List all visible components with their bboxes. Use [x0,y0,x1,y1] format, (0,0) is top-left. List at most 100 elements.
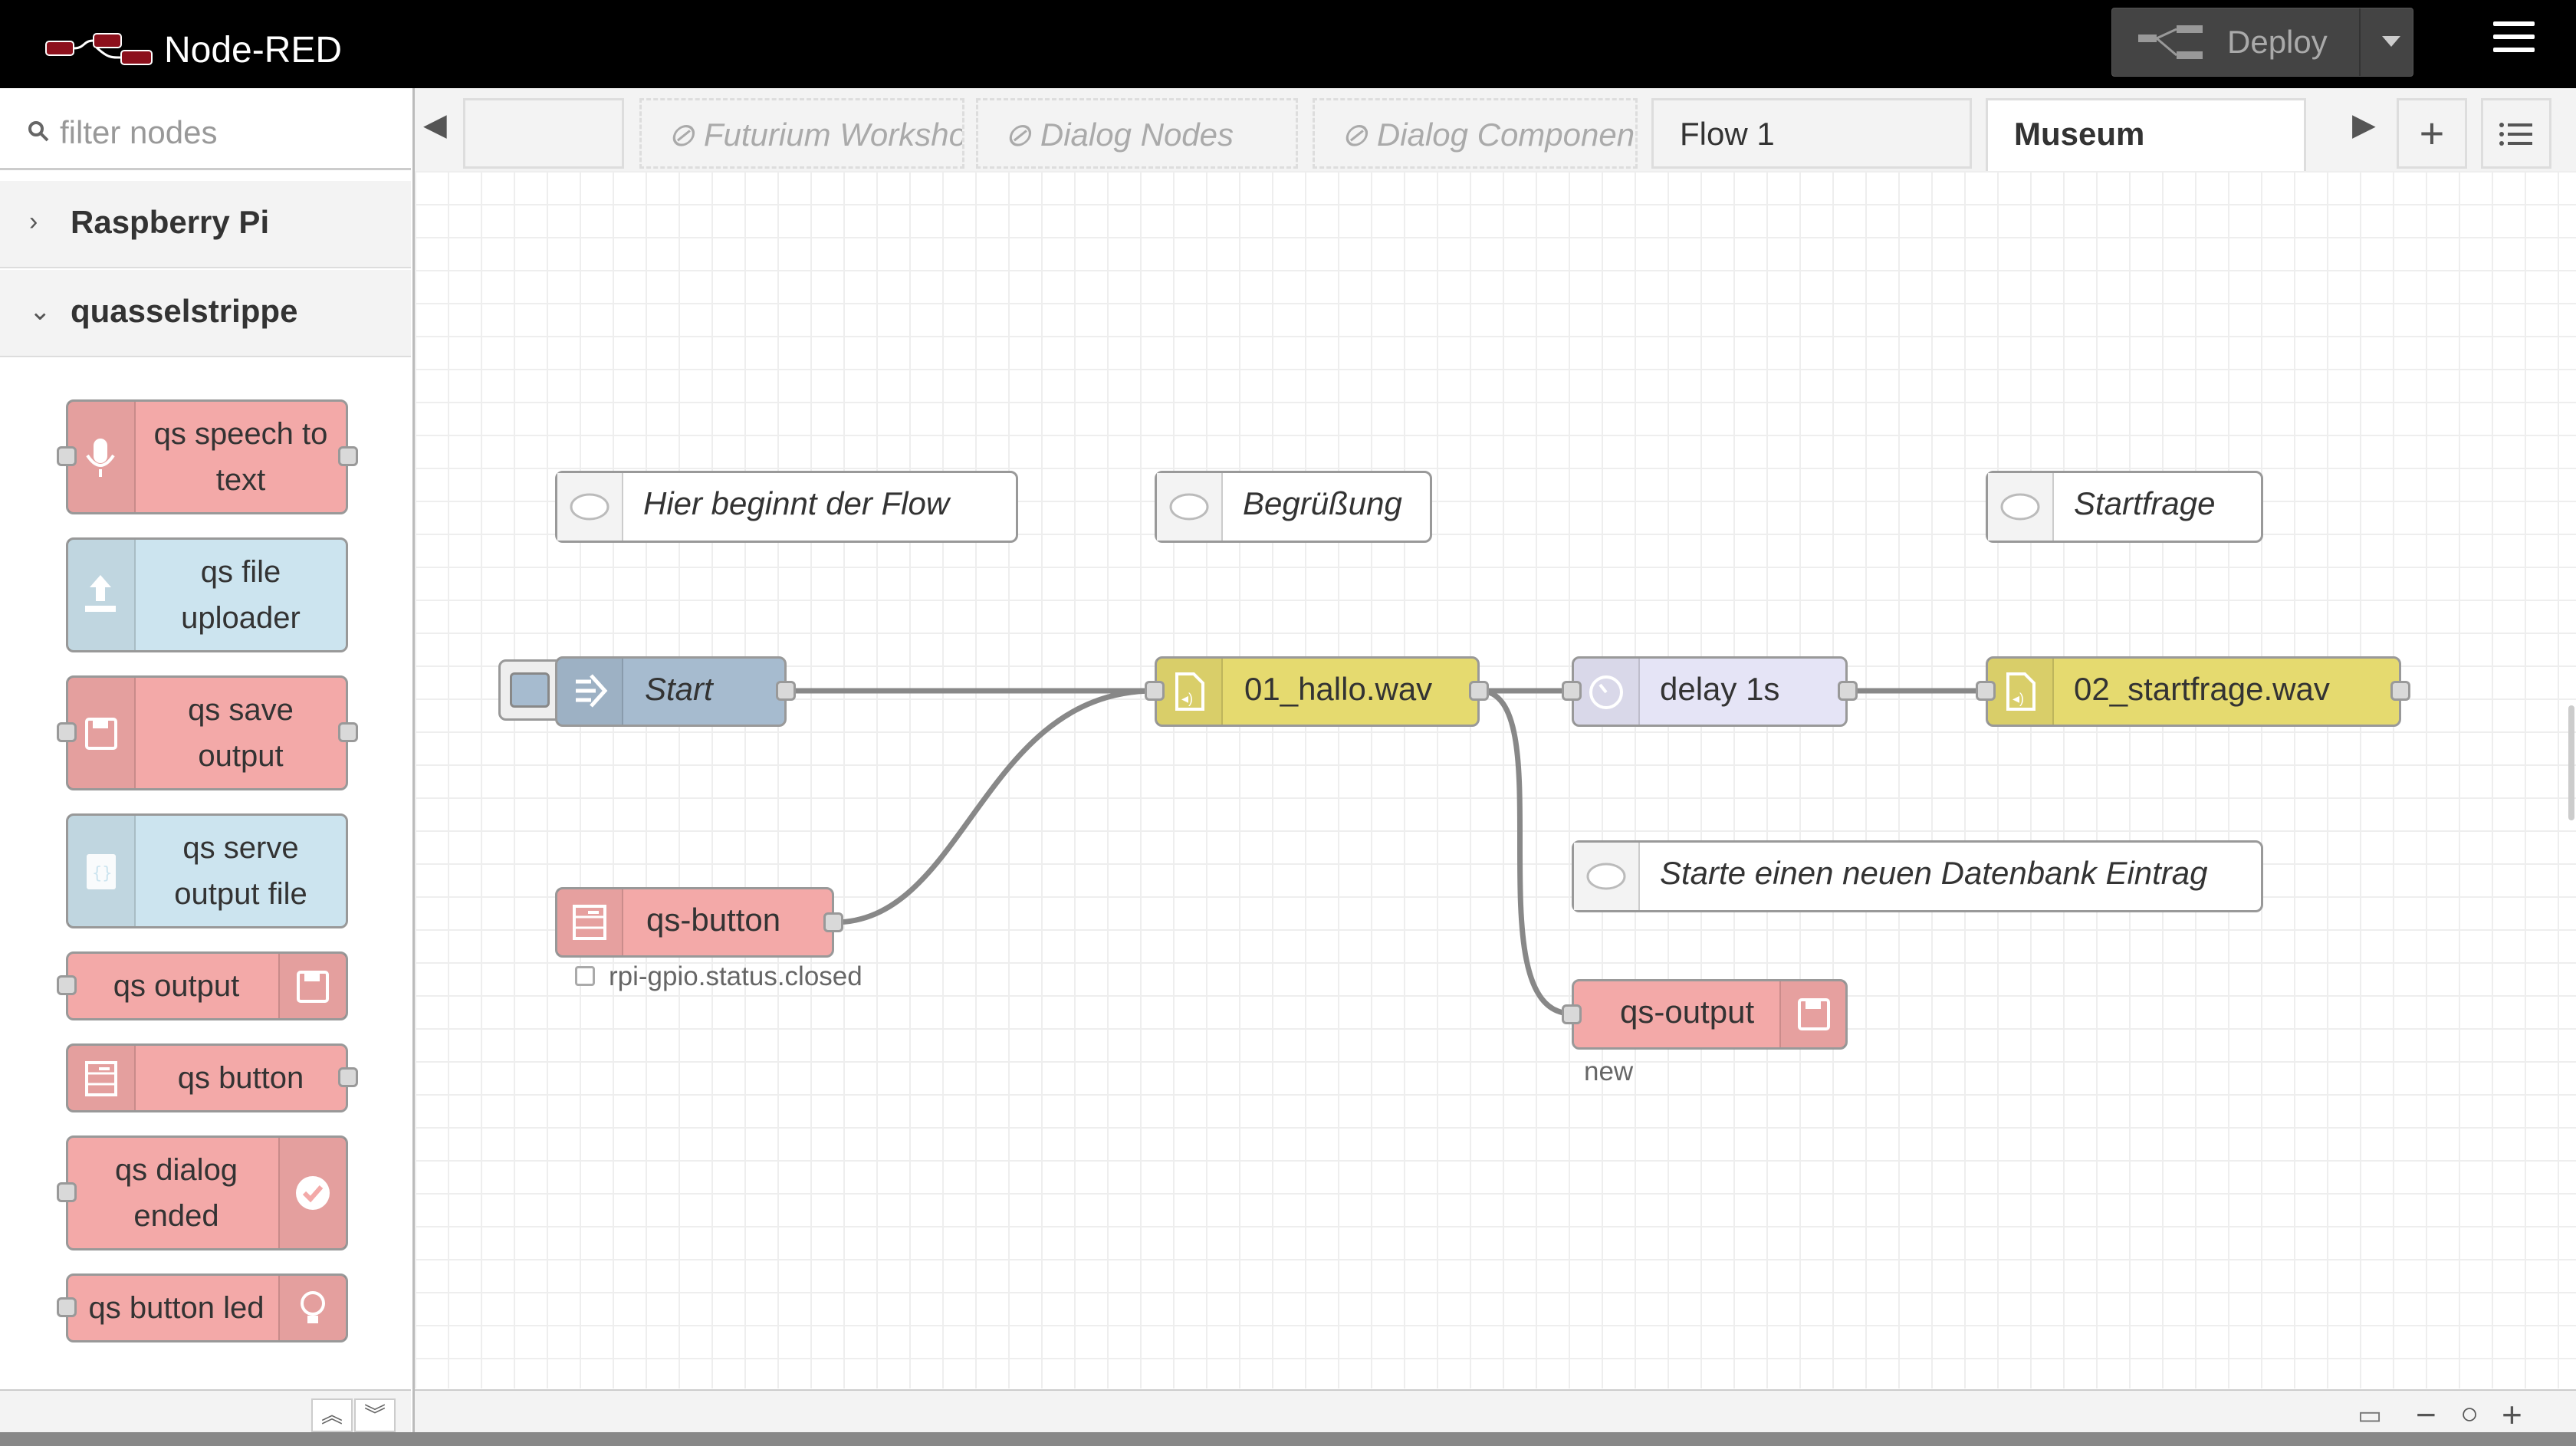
expand-all-icon[interactable]: ︾ [354,1398,396,1432]
node-label-line1: qs save [188,693,294,727]
input-port[interactable] [57,1182,77,1202]
comment-icon [1988,473,2054,541]
node-label: delay 1s [1660,671,1780,707]
tab-dialog-nodes[interactable]: ⊘ Dialog Nodes [976,98,1298,169]
tab-futurium-workshop[interactable]: ⊘ Futurium Workshop [639,98,964,169]
add-flow-icon[interactable]: + [2397,98,2467,169]
comment-label: Starte einen neuen Datenbank Eintrag [1660,855,2208,891]
audio-file-icon: ◂) [1988,659,2054,725]
node-label: 01_hallo.wav [1244,671,1433,707]
tab-label: Museum [2014,116,2145,152]
input-port[interactable] [57,722,77,742]
delay-node[interactable]: delay 1s [1572,656,1848,727]
input-port[interactable] [57,1297,77,1317]
input-port[interactable] [1562,1004,1582,1024]
node-label: qs button [177,1061,304,1095]
floppy-icon [278,954,346,1018]
zoom-in-icon[interactable]: + [2502,1395,2522,1434]
navigator-map-icon[interactable]: ▭ [2358,1401,2383,1430]
output-port[interactable] [1469,681,1489,701]
node-label: Start [645,671,713,707]
wire-button-hallo [833,688,1155,925]
deploy-divider [2359,8,2361,76]
zoom-out-icon[interactable]: − [2416,1395,2436,1434]
palette-node-qs-save-output[interactable]: qs save output [66,675,348,790]
input-port[interactable] [1562,681,1582,701]
zoom-reset-icon[interactable]: ○ [2460,1397,2479,1431]
palette-footer: ︽ ︾ [0,1389,411,1437]
lightbulb-icon [278,1276,346,1340]
comment-label: Startfrage [2074,485,2216,521]
output-port[interactable] [338,722,358,742]
status-ring-icon [575,966,595,986]
output-port[interactable] [1838,681,1858,701]
collapse-all-icon[interactable]: ︽ [311,1398,353,1432]
svg-text:{}: {} [92,864,113,883]
chevron-right-icon: › [29,207,38,236]
node-label-line2: output [198,739,284,773]
vertical-scrollbar[interactable] [2568,705,2574,820]
input-port[interactable] [57,446,77,466]
palette-category-quasselstrippe[interactable]: ⌄ quasselstrippe [0,270,411,357]
comment-label: Hier beginnt der Flow [643,485,950,521]
workspace-footer: ▭ − ○ + [415,1389,2576,1437]
comment-icon [557,473,623,541]
node-label: qs button led [88,1291,264,1325]
inject-node-start[interactable]: Start [555,656,787,727]
app-title: Node-RED [164,30,343,71]
comment-node-greeting[interactable]: Begrüßung [1155,471,1432,543]
category-label: Raspberry Pi [71,204,270,240]
output-port[interactable] [338,1067,358,1087]
comment-node-start[interactable]: Hier beginnt der Flow [555,471,1018,543]
output-port[interactable] [823,912,843,932]
tab-museum[interactable]: Museum [1986,98,2306,173]
svg-text:◂): ◂) [2013,691,2024,706]
node-label: qs-button [646,902,781,938]
tab-scroll-right-icon[interactable]: ▶ [2352,108,2376,142]
input-port[interactable] [57,975,77,995]
input-port[interactable] [1145,681,1165,701]
tab-dialog-components[interactable]: ⊘ Dialog Components [1313,98,1638,169]
comment-icon [1157,473,1223,541]
comment-node-db[interactable]: Starte einen neuen Datenbank Eintrag [1572,840,2263,912]
deploy-button[interactable]: Deploy [2111,8,2413,77]
tab-label: Dialog Components [1376,117,1638,153]
filter-nodes-input[interactable]: filter nodes [0,88,411,170]
output-port[interactable] [2390,681,2410,701]
flow-list-icon[interactable] [2481,98,2551,169]
microphone-icon [68,402,136,512]
tab-label-wrap: ⊘ Dialog Components [1341,116,1638,153]
audio-node-startfrage[interactable]: ◂) 02_startfrage.wav [1986,656,2401,727]
node-status: rpi-gpio.status.closed [609,961,863,991]
comment-node-question[interactable]: Startfrage [1986,471,2263,543]
flow-canvas[interactable] [415,171,2576,1388]
horizontal-scrollbar[interactable] [0,1432,2576,1446]
output-port[interactable] [338,446,358,466]
main-menu-icon[interactable] [2493,21,2535,63]
palette-category-raspberry-pi[interactable]: › Raspberry Pi [0,181,411,268]
tab-scroll-left-icon[interactable]: ◀ [423,108,447,142]
file-code-icon: {} [68,816,136,926]
tab-unnamed[interactable] [463,98,624,169]
floppy-icon [1779,981,1845,1047]
deploy-dropdown-caret-icon[interactable] [2382,36,2400,47]
qs-output-node[interactable]: qs-output [1572,979,1848,1050]
qs-button-node[interactable]: qs-button [555,887,834,958]
palette-node-qs-output[interactable]: qs output [66,951,348,1020]
tab-label-wrap: ⊘ Futurium Workshop [668,116,962,153]
tab-flow-1[interactable]: Flow 1 [1651,98,1972,169]
audio-node-hallo[interactable]: ◂) 01_hallo.wav [1155,656,1480,727]
palette-node-qs-button-led[interactable]: qs button led [66,1273,348,1342]
node-label: qs output [113,969,240,1003]
palette-node-qs-button[interactable]: qs button [66,1043,348,1112]
input-port[interactable] [1976,681,1996,701]
wire-hallo-output [1479,688,1572,1017]
node-label: qs-output [1620,994,1755,1030]
chevron-down-icon: ⌄ [29,297,51,326]
output-port[interactable] [776,681,796,701]
